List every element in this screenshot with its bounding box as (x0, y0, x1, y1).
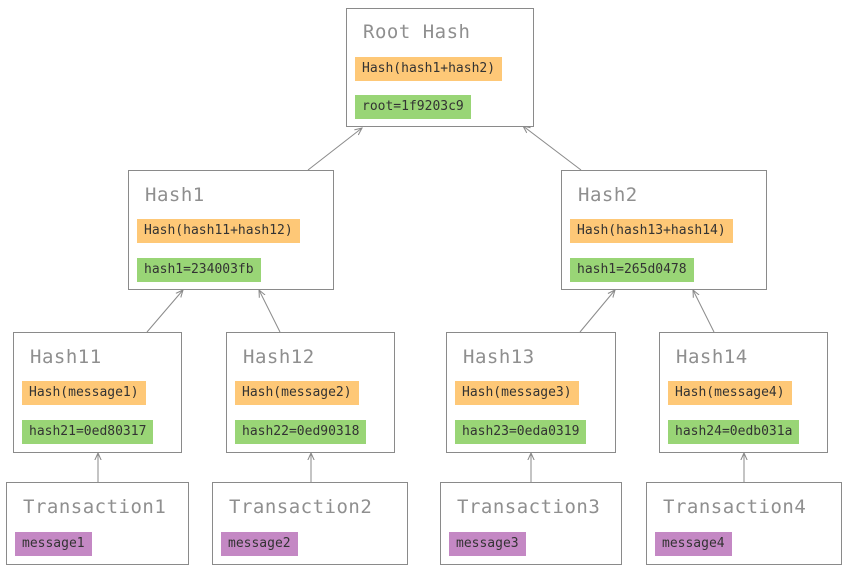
hash14-node: Hash14 Hash(message4) hash24=0edb031a (659, 332, 828, 453)
edge-hash14-to-hash2 (693, 290, 715, 333)
hash13-node: Hash13 Hash(message3) hash23=0eda0319 (446, 332, 616, 453)
node-title: Transaction4 (663, 496, 807, 518)
hash-function-label: Hash(message3) (455, 381, 579, 405)
message-label: message3 (449, 532, 526, 556)
edge-hash1-to-root (307, 128, 362, 171)
hash12-node: Hash12 Hash(message2) hash22=0ed90318 (226, 332, 395, 453)
hash-value-label: hash22=0ed90318 (235, 420, 367, 444)
hash-function-label: Hash(message4) (668, 381, 792, 405)
hash1-node: Hash1 Hash(hash11+hash12) hash1=234003fb (128, 170, 334, 290)
message-label: message2 (221, 532, 298, 556)
transaction2-node: Transaction2 message2 (212, 482, 408, 565)
hash2-node: Hash2 Hash(hash13+hash14) hash1=265d0478 (561, 170, 767, 290)
transaction3-node: Transaction3 message3 (440, 482, 622, 565)
edge-hash13-to-hash2 (579, 290, 615, 333)
hash-value-label: hash1=265d0478 (570, 258, 694, 282)
node-title: Hash1 (145, 184, 205, 206)
hash-value-label: hash24=0edb031a (668, 420, 800, 444)
message-label: message4 (655, 532, 732, 556)
node-title: Transaction2 (229, 496, 373, 518)
node-title: Transaction1 (23, 496, 167, 518)
hash11-node: Hash11 Hash(message1) hash21=0ed80317 (13, 332, 182, 453)
transaction4-node: Transaction4 message4 (646, 482, 842, 565)
node-title: Hash13 (463, 346, 535, 368)
hash-value-label: hash23=0eda0319 (455, 420, 587, 444)
edge-hash11-to-hash1 (146, 290, 183, 333)
node-title: Hash11 (30, 346, 102, 368)
node-title: Transaction3 (457, 496, 601, 518)
hash-value-label: root=1f9203c9 (355, 95, 471, 119)
hash-function-label: Hash(message2) (235, 381, 359, 405)
hash-value-label: hash1=234003fb (137, 258, 261, 282)
message-label: message1 (15, 532, 92, 556)
hash-function-label: Hash(hash11+hash12) (137, 219, 300, 243)
transaction1-node: Transaction1 message1 (6, 482, 189, 565)
node-title: Hash14 (676, 346, 748, 368)
hash-value-label: hash21=0ed80317 (22, 420, 154, 444)
hash-function-label: Hash(hash13+hash14) (570, 219, 733, 243)
root-hash-node: Root Hash Hash(hash1+hash2) root=1f9203c… (346, 8, 534, 127)
hash-function-label: Hash(message1) (22, 381, 146, 405)
edge-hash12-to-hash1 (259, 290, 281, 333)
node-title: Hash2 (578, 184, 638, 206)
edge-hash2-to-root (523, 126, 582, 171)
hash-function-label: Hash(hash1+hash2) (355, 57, 503, 81)
node-title: Root Hash (363, 21, 471, 43)
node-title: Hash12 (243, 346, 315, 368)
